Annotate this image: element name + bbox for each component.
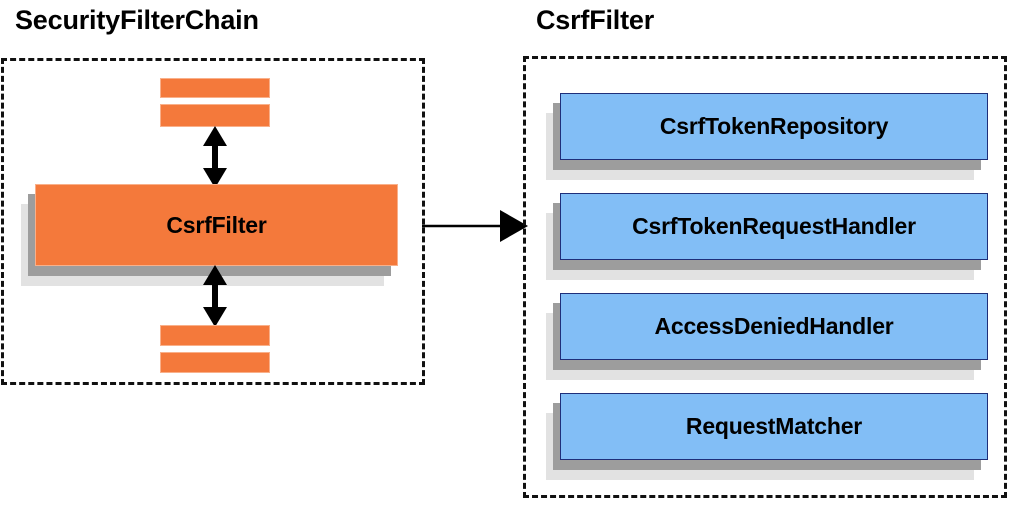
node-csrf-token-request-handler[interactable]: CsrfTokenRequestHandler <box>546 193 988 280</box>
node-csrf-token-repository[interactable]: CsrfTokenRepository <box>546 93 988 180</box>
node-request-matcher-label: RequestMatcher <box>560 393 988 460</box>
node-csrf-token-request-handler-label: CsrfTokenRequestHandler <box>560 193 988 260</box>
panel-security-filter-chain <box>1 58 425 385</box>
node-access-denied-handler-label: AccessDeniedHandler <box>560 293 988 360</box>
page-title-security-filter-chain: SecurityFilterChain <box>15 5 259 35</box>
filter-bar-bottom-2 <box>160 352 270 373</box>
node-access-denied-handler[interactable]: AccessDeniedHandler <box>546 293 988 380</box>
node-request-matcher[interactable]: RequestMatcher <box>546 393 988 480</box>
node-csrf-filter[interactable]: CsrfFilter <box>21 184 398 286</box>
panel-csrf-filter-detail <box>523 56 1007 498</box>
filter-bar-top-2 <box>160 104 270 127</box>
node-csrf-filter-label: CsrfFilter <box>35 184 398 266</box>
filter-bar-top-1 <box>160 78 270 98</box>
double-arrow-top-icon <box>203 126 227 188</box>
expansion-arrow-icon <box>422 210 528 242</box>
filter-bar-bottom-1 <box>160 325 270 346</box>
double-arrow-bottom-icon <box>203 265 227 327</box>
page-title-csrf-filter: CsrfFilter <box>536 5 655 35</box>
node-csrf-token-repository-label: CsrfTokenRepository <box>560 93 988 160</box>
